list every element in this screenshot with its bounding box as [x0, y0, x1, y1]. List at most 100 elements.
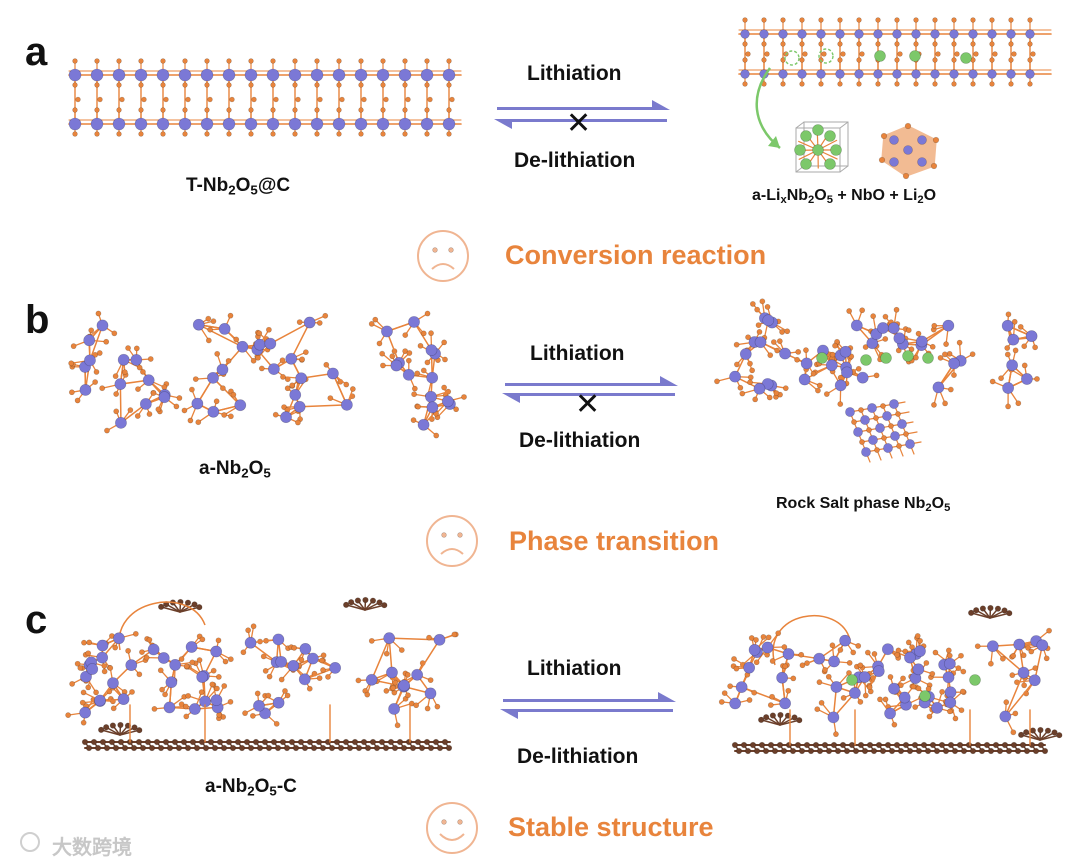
lithiated-amorphous-nb2o5-oxygen — [766, 394, 773, 401]
carbon-composite-oxygen — [368, 637, 375, 644]
amorphous-nb2o5-oxygen — [279, 357, 286, 364]
graphene-sheet-left-atom — [427, 744, 435, 752]
lithiated-amorphous-nb2o5-oxygen — [794, 356, 800, 363]
lithiated-tnb2o5-niobium — [968, 69, 978, 79]
lithiated-amorphous-nb2o5-oxygen — [942, 400, 948, 407]
amorphous-nb2o5-niobium — [340, 398, 353, 411]
lithiated-carbon-composite-oxygen — [864, 649, 871, 656]
carbon-composite-oxygen — [262, 667, 269, 674]
graphene-sheet-right-atom — [897, 747, 905, 755]
carbon-composite-bond — [416, 639, 441, 676]
graphene-sheet-left-atom — [414, 738, 422, 746]
graphene-sheet-left-atom — [202, 744, 210, 752]
lithiated-amorphous-nb2o5-oxygen — [882, 313, 889, 320]
carbon-tuft-atom — [769, 712, 776, 719]
carbon-tuft-atom — [1018, 731, 1025, 738]
graphene-sheet-left-atom — [144, 738, 152, 746]
tnb2o5-niobium — [376, 117, 390, 131]
amorphous-nb2o5-oxygen — [433, 432, 440, 439]
tnb2o5-oxygen — [424, 82, 430, 88]
amorphous-nb2o5-oxygen — [405, 357, 412, 364]
amorphous-nb2o5-oxygen — [420, 367, 427, 374]
carbon-composite-niobium — [299, 642, 312, 655]
graphene-sheet-right-atom — [731, 741, 739, 749]
lithiated-tnb2o5-niobium — [968, 29, 978, 39]
carbon-composite-oxygen — [214, 685, 220, 692]
carbon-composite-niobium — [386, 666, 398, 679]
carbon-composite-niobium — [125, 659, 138, 672]
lithiated-carbon-composite-oxygen — [887, 674, 894, 680]
amorphous-nb2o5-oxygen — [233, 336, 240, 343]
graphene-sheet-right-atom — [758, 741, 766, 749]
lithiated-carbon-composite-oxygen — [866, 684, 873, 691]
graphene-sheet-left-atom — [94, 744, 102, 752]
tnb2o5-oxygen — [270, 58, 276, 64]
lithiated-amorphous-nb2o5-oxygen — [937, 354, 944, 361]
graphene-sheet-right-atom — [879, 747, 887, 755]
lithiated-tnb2o5-oxygen — [989, 57, 995, 63]
tnb2o5-oxygen — [358, 131, 364, 137]
lithiated-carbon-composite-niobium — [931, 701, 943, 714]
lithiated-carbon-composite-niobium — [1028, 674, 1041, 687]
lithiated-tnb2o5-oxygen — [989, 81, 995, 87]
tnb2o5-oxygen — [248, 131, 254, 137]
oxygen-atom — [880, 132, 888, 140]
carbon-tuft-atom — [973, 607, 980, 614]
graphene-sheet-right-atom — [992, 741, 1000, 749]
graphene-sheet-right-atom — [1005, 747, 1013, 755]
lithiated-tnb2o5-niobium — [835, 69, 845, 79]
tnb2o5-oxygen — [380, 58, 386, 64]
carbon-composite-oxygen — [159, 686, 165, 693]
lithiated-tnb2o5-niobium — [911, 69, 921, 79]
lithiated-tnb2o5-oxygen — [859, 51, 865, 57]
lithiated-amorphous-nb2o5-oxygen — [747, 374, 754, 381]
lithiated-carbon-composite-niobium — [761, 641, 774, 654]
niobium-atom — [903, 145, 913, 155]
lithiated-tnb2o5-oxygen — [837, 57, 843, 63]
carbon-tuft-atom — [376, 599, 383, 606]
lithiated-amorphous-nb2o5-niobium — [915, 335, 928, 348]
tnb2o5-oxygen — [72, 131, 78, 137]
lithiated-amorphous-nb2o5-oxygen — [823, 391, 830, 397]
lithiated-amorphous-nb2o5-oxygen — [915, 330, 922, 337]
carbon-tuft-bond — [970, 612, 991, 619]
lithiated-amorphous-nb2o5-oxygen — [895, 347, 902, 354]
amorphous-nb2o5-oxygen — [296, 319, 303, 326]
carbon-composite-oxygen — [284, 692, 291, 699]
lithiated-tnb2o5-niobium — [1025, 69, 1035, 79]
lithiated-amorphous-nb2o5-niobium — [754, 336, 767, 349]
lithiated-tnb2o5-niobium — [892, 29, 902, 39]
tnb2o5-niobium — [222, 117, 236, 131]
lithiated-amorphous-nb2o5-niobium — [841, 366, 853, 379]
carbon-composite-niobium — [185, 641, 198, 653]
tnb2o5-niobium — [288, 68, 302, 82]
lithiated-carbon-composite-niobium — [999, 710, 1012, 723]
sad-face-icon — [417, 230, 469, 282]
lithiated-carbon-composite-oxygen — [727, 683, 734, 690]
panel-letter-b: b — [25, 298, 50, 342]
lithiated-carbon-composite-oxygen — [902, 648, 909, 655]
lithiated-amorphous-nb2o5-oxygen — [1017, 323, 1024, 330]
lithiated-amorphous-nb2o5-niobium — [887, 322, 900, 334]
amorphous-nb2o5-oxygen — [453, 406, 460, 413]
lithiated-tnb2o5-niobium — [1025, 29, 1035, 39]
amorphous-nb2o5-oxygen — [284, 385, 291, 392]
carbon-composite-oxygen — [185, 692, 192, 699]
lithium-atom — [860, 354, 872, 366]
lithium-atom — [824, 158, 836, 170]
tnb2o5-oxygen — [251, 96, 257, 103]
amorphous-nb2o5-oxygen — [258, 365, 265, 372]
lithium-atom — [919, 690, 931, 702]
oxygen-atom — [873, 415, 879, 421]
amorphous-nb2o5-oxygen — [410, 417, 417, 424]
carbon-composite-oxygen — [107, 665, 114, 671]
carbon-composite-niobium — [79, 706, 92, 719]
lithiated-tnb2o5-oxygen — [818, 17, 824, 23]
graphene-sheet-right-atom — [951, 747, 959, 755]
lithium-atom — [969, 674, 981, 686]
lithiated-carbon-composite-niobium — [898, 691, 911, 704]
graphene-sheet-left-atom — [436, 744, 444, 752]
lithium-atom — [922, 352, 934, 364]
carbon-tuft-atom — [777, 711, 784, 719]
lithiated-amorphous-nb2o5-oxygen — [1005, 311, 1012, 318]
